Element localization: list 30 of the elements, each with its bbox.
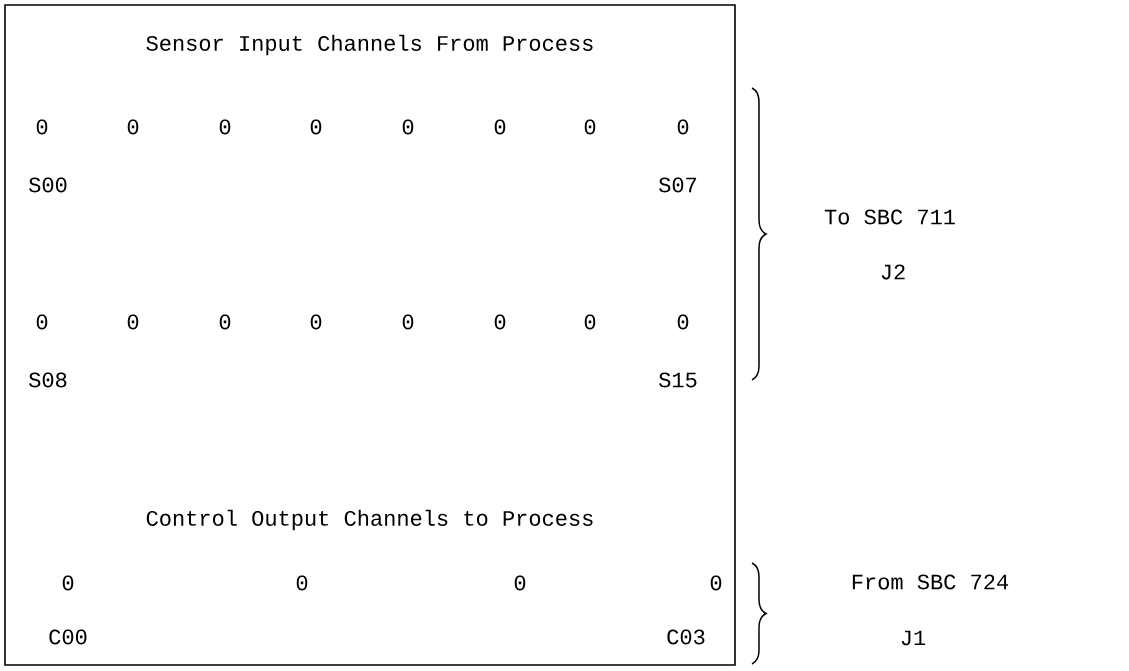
terminal-label: 0 <box>584 119 596 135</box>
terminal-label: 0 <box>36 314 48 330</box>
terminal-label: 0 <box>494 314 506 330</box>
terminal-label: 0 <box>677 119 689 135</box>
terminal-label: 0 <box>584 314 596 330</box>
connector-label: From SBC 724 <box>852 574 1009 590</box>
terminal-label: S08 <box>29 372 67 388</box>
terminal-label: 0 <box>710 575 722 591</box>
terminal-label: 0 <box>402 119 414 135</box>
terminal-label: 0 <box>219 314 231 330</box>
terminal-label: S00 <box>29 177 67 193</box>
terminal-label: 0 <box>219 119 231 135</box>
terminal-label: 0 <box>494 119 506 135</box>
terminal-label: 0 <box>402 314 414 330</box>
terminal-label: 0 <box>310 119 322 135</box>
terminal-label: 0 <box>677 314 689 330</box>
terminal-label: 0 <box>62 575 74 591</box>
terminal-label: 0 <box>127 119 139 135</box>
terminal-label: C00 <box>49 629 87 645</box>
terminal-label: C03 <box>667 629 705 645</box>
terminal-label: 0 <box>36 119 48 135</box>
terminal-label: 0 <box>514 575 526 591</box>
terminal-label: S07 <box>659 177 697 193</box>
connector-label: To SBC 711 <box>824 209 955 225</box>
terminal-label: 0 <box>296 575 308 591</box>
terminal-label: 0 <box>127 314 139 330</box>
connector-label: J2 <box>881 264 905 280</box>
connector-label: J1 <box>901 630 926 646</box>
terminal-label: S15 <box>659 372 697 388</box>
terminal-label: 0 <box>310 314 322 330</box>
